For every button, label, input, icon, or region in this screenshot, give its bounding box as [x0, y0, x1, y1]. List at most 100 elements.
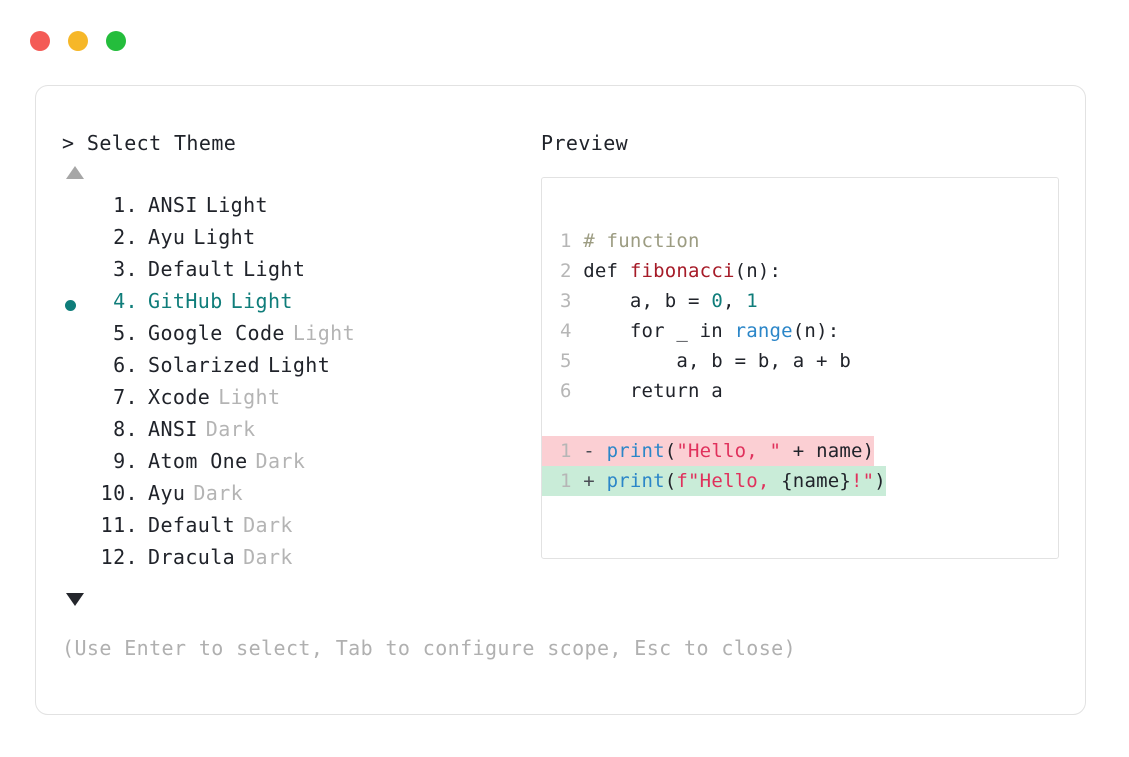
theme-item-name: Ayu	[148, 481, 186, 505]
theme-item-variant: Dark	[243, 545, 293, 569]
theme-item-name: Google Code	[148, 321, 285, 345]
theme-item-variant: Light	[292, 321, 356, 345]
selection-bullet-slot	[62, 193, 92, 225]
theme-item-name: Default	[148, 257, 236, 281]
code-token: (n):	[734, 260, 782, 282]
theme-item-name: ANSI	[148, 193, 198, 217]
code-token: fibonacci	[629, 260, 735, 282]
code-line: 1 # function	[542, 226, 1058, 256]
theme-item-name: Default	[148, 513, 236, 537]
scroll-down-icon[interactable]	[66, 593, 84, 606]
line-number: 1	[560, 470, 572, 492]
minimize-button-icon[interactable]	[68, 31, 88, 51]
line-number: 1	[560, 230, 572, 252]
prompt-caret-icon: >	[62, 131, 75, 155]
code-line: 2 def fibonacci(n):	[542, 256, 1058, 286]
code-line: 4 for _ in range(n):	[542, 316, 1058, 346]
theme-item-variant: Dark	[255, 449, 306, 473]
theme-item-index: 4.	[113, 289, 138, 313]
theme-list-item[interactable]: 11. Default Dark	[62, 513, 532, 545]
selection-bullet-slot	[62, 257, 92, 289]
code-token: range	[734, 320, 793, 342]
theme-item-index: 3.	[113, 257, 138, 281]
theme-item-index: 7.	[113, 385, 138, 409]
code-token: for _ in	[583, 320, 735, 342]
theme-item-index: 12.	[100, 545, 138, 569]
code-token: {name}	[781, 470, 852, 492]
page-title: Select Theme	[86, 131, 237, 155]
line-number: 2	[560, 260, 572, 282]
line-number: 5	[560, 350, 572, 372]
theme-list-item[interactable]: 3. Default Light	[62, 257, 532, 289]
theme-item-index: 8.	[113, 417, 138, 441]
code-token: ,	[722, 290, 747, 312]
maximize-button-icon[interactable]	[106, 31, 126, 51]
code-token: (	[664, 440, 677, 462]
theme-item-name: ANSI	[148, 417, 198, 441]
theme-item-variant: Light	[205, 193, 268, 217]
line-number: 1	[560, 440, 572, 462]
theme-item-variant: Light	[218, 385, 281, 409]
selection-bullet-slot	[62, 385, 92, 417]
theme-item-name: Solarized	[148, 353, 260, 377]
theme-item-index: 1.	[113, 193, 138, 217]
code-token: print	[606, 470, 665, 492]
code-token: 0	[711, 290, 723, 312]
prompt-row: > Select Theme	[62, 131, 532, 155]
scroll-up-icon[interactable]	[66, 166, 84, 179]
code-token: !"	[851, 470, 875, 492]
diff-removed-line: 1 - print("Hello, " + name)	[542, 436, 875, 466]
code-token: 1	[746, 290, 758, 312]
theme-item-index: 5.	[113, 321, 138, 345]
keyboard-hint: (Use Enter to select, Tab to configure s…	[62, 636, 797, 660]
selected-bullet-icon	[65, 299, 76, 311]
selection-bullet-slot	[62, 289, 92, 321]
theme-item-name: Ayu	[148, 225, 186, 249]
theme-list-item[interactable]: 1. ANSI Light	[62, 193, 532, 225]
theme-list-item[interactable]: 12. Dracula Dark	[62, 545, 532, 577]
theme-item-name: Dracula	[148, 545, 236, 569]
code-token: return a	[583, 380, 723, 402]
theme-item-name: Atom One	[148, 449, 248, 473]
selection-bullet-slot	[62, 545, 92, 577]
code-token: a, b =	[583, 290, 712, 312]
close-button-icon[interactable]	[30, 31, 50, 51]
code-token: + name)	[781, 440, 875, 462]
selection-bullet-slot	[62, 449, 92, 481]
theme-item-variant: Light	[243, 257, 306, 281]
theme-item-index: 11.	[100, 513, 138, 537]
selection-bullet-slot	[62, 481, 92, 513]
window-controls[interactable]	[30, 31, 126, 51]
theme-list-item[interactable]: 5. Google Code Light	[62, 321, 532, 353]
theme-item-variant: Light	[267, 353, 331, 377]
code-token: print	[606, 440, 665, 462]
line-number: 6	[560, 380, 572, 402]
theme-item-variant: Dark	[205, 417, 256, 441]
code-token: def	[583, 260, 630, 282]
diff-sign: -	[583, 440, 595, 462]
code-token: a, b = b, a + b	[583, 350, 851, 372]
code-line: 6 return a	[542, 376, 1058, 406]
code-spacer	[542, 406, 1058, 436]
theme-list-item[interactable]: 8. ANSI Dark	[62, 417, 532, 449]
diff-added-line: 1 + print(f"Hello, {name}!")	[542, 466, 886, 496]
code-token: # function	[583, 230, 700, 252]
theme-item-variant: Dark	[243, 513, 293, 537]
line-number: 3	[560, 290, 572, 312]
selection-bullet-slot	[62, 513, 92, 545]
selection-bullet-slot	[62, 353, 92, 385]
selection-bullet-slot	[62, 321, 92, 353]
theme-item-index: 10.	[100, 481, 138, 505]
preview-label: Preview	[541, 131, 629, 155]
